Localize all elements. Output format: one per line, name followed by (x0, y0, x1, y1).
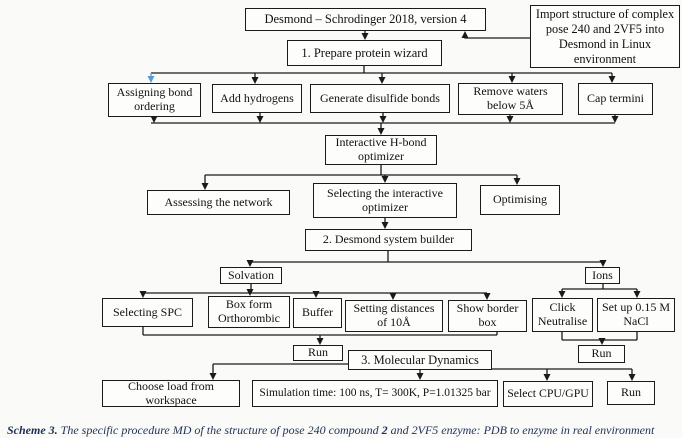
caption-scheme-number: Scheme 3. (7, 423, 58, 437)
node-setting-distances: Setting distances of 10Å (345, 300, 443, 332)
node-prepare-protein-wizard: 1. Prepare protein wizard (287, 40, 442, 66)
node-remove-waters: Remove waters below 5Å (458, 83, 563, 115)
node-setup-nacl: Set up 0.15 M NaCl (597, 298, 675, 332)
connector-arrowheads (139, 31, 641, 381)
node-add-hydrogens: Add hydrogens (212, 84, 302, 113)
node-show-border-box: Show border box (448, 300, 527, 332)
node-selecting-interactive-optimizer: Selecting the interactive optimizer (313, 183, 457, 218)
node-run-ions: Run (578, 345, 625, 363)
node-assigning-bond-ordering: Assigning bond ordering (108, 83, 201, 117)
node-simulation-parameters: Simulation time: 100 ns, T= 300K, P=1.01… (252, 380, 498, 407)
node-run-md: Run (607, 381, 655, 405)
caption-compound-number: 2 (381, 423, 388, 437)
caption-text-b: and 2VF5 enzyme: PDB to enzyme in real e… (387, 423, 655, 437)
node-choose-load-workspace: Choose load from workspace (102, 379, 240, 407)
scheme-caption: Scheme 3. The specific procedure MD of t… (7, 423, 677, 438)
node-selecting-spc: Selecting SPC (102, 298, 193, 327)
node-optimising: Optimising (480, 185, 560, 215)
node-click-neutralise: Click Neutralise (532, 298, 593, 332)
node-generate-disulfide-bonds: Generate disulfide bonds (310, 84, 450, 113)
highlight-arrow-icon (147, 73, 155, 83)
node-run-solvation: Run (293, 345, 343, 361)
node-assessing-network: Assessing the network (147, 190, 290, 215)
node-hbond-optimizer: Interactive H-bond optimizer (325, 135, 437, 165)
node-desmond-title: Desmond – Schrodinger 2018, version 4 (245, 8, 486, 31)
node-desmond-system-builder: 2. Desmond system builder (305, 229, 472, 251)
caption-text-a: The specific procedure MD of the structu… (57, 423, 382, 437)
node-cap-termini: Cap termini (578, 83, 653, 115)
node-select-cpu-gpu: Select CPU/GPU (503, 381, 593, 407)
node-buffer: Buffer (293, 298, 342, 328)
node-solvation: Solvation (220, 267, 282, 284)
node-import-structure: Import structure of complex pose 240 and… (530, 5, 680, 68)
node-molecular-dynamics: 3. Molecular Dynamics (348, 350, 492, 370)
node-box-form-orthorombic: Box form Orthorombic (208, 296, 290, 328)
node-ions: Ions (585, 267, 620, 284)
